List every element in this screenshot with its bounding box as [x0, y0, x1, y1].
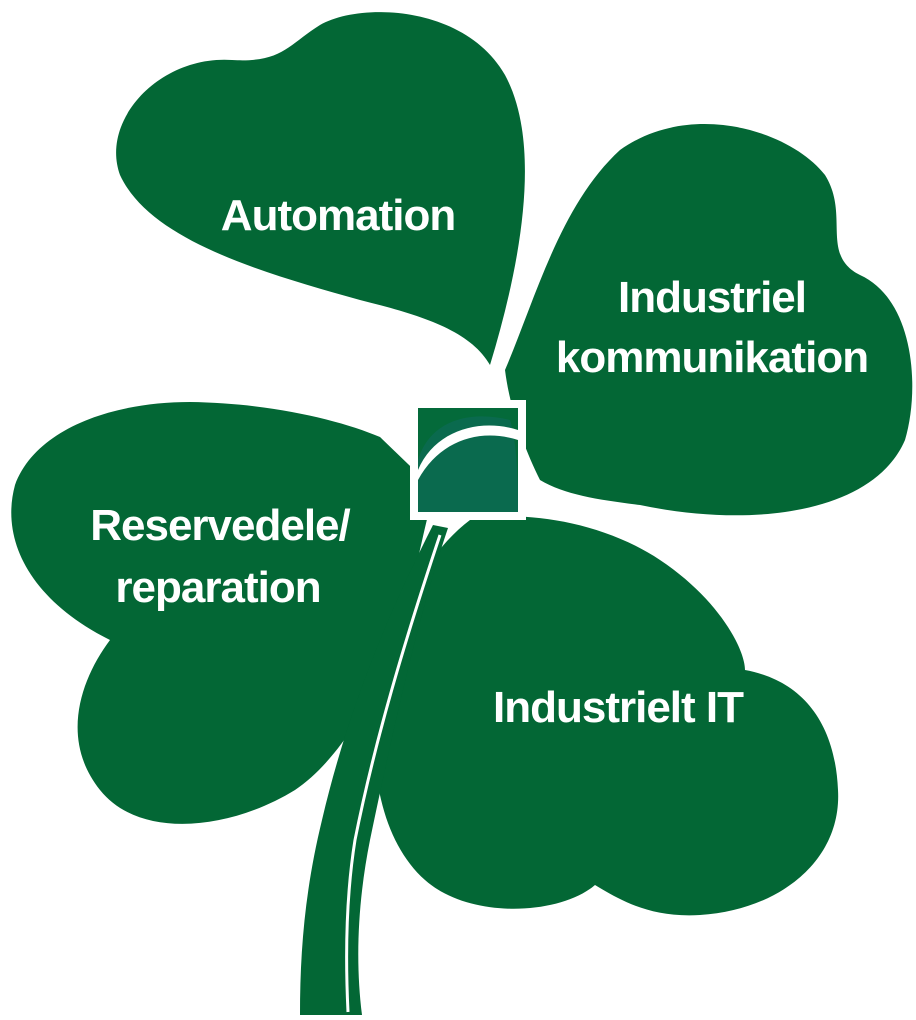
label-kommunikation: kommunikation — [556, 333, 868, 382]
clover-stem — [300, 525, 448, 1015]
label-automation: Automation — [221, 191, 455, 240]
label-reparation: reparation — [115, 563, 320, 612]
label-reservedele: Reservedele/ — [90, 501, 350, 550]
leaf-industrielt-it — [374, 516, 839, 916]
label-industriel: Industriel — [618, 273, 806, 322]
stem-divider — [345, 534, 442, 1013]
leaf-automation — [116, 12, 525, 365]
arch-logo-icon — [410, 400, 526, 520]
leaf-reservedele-reparation — [11, 402, 436, 824]
leaf-industriel-kommunikation — [505, 124, 913, 516]
label-industrielt-it: Industrielt IT — [493, 683, 744, 732]
